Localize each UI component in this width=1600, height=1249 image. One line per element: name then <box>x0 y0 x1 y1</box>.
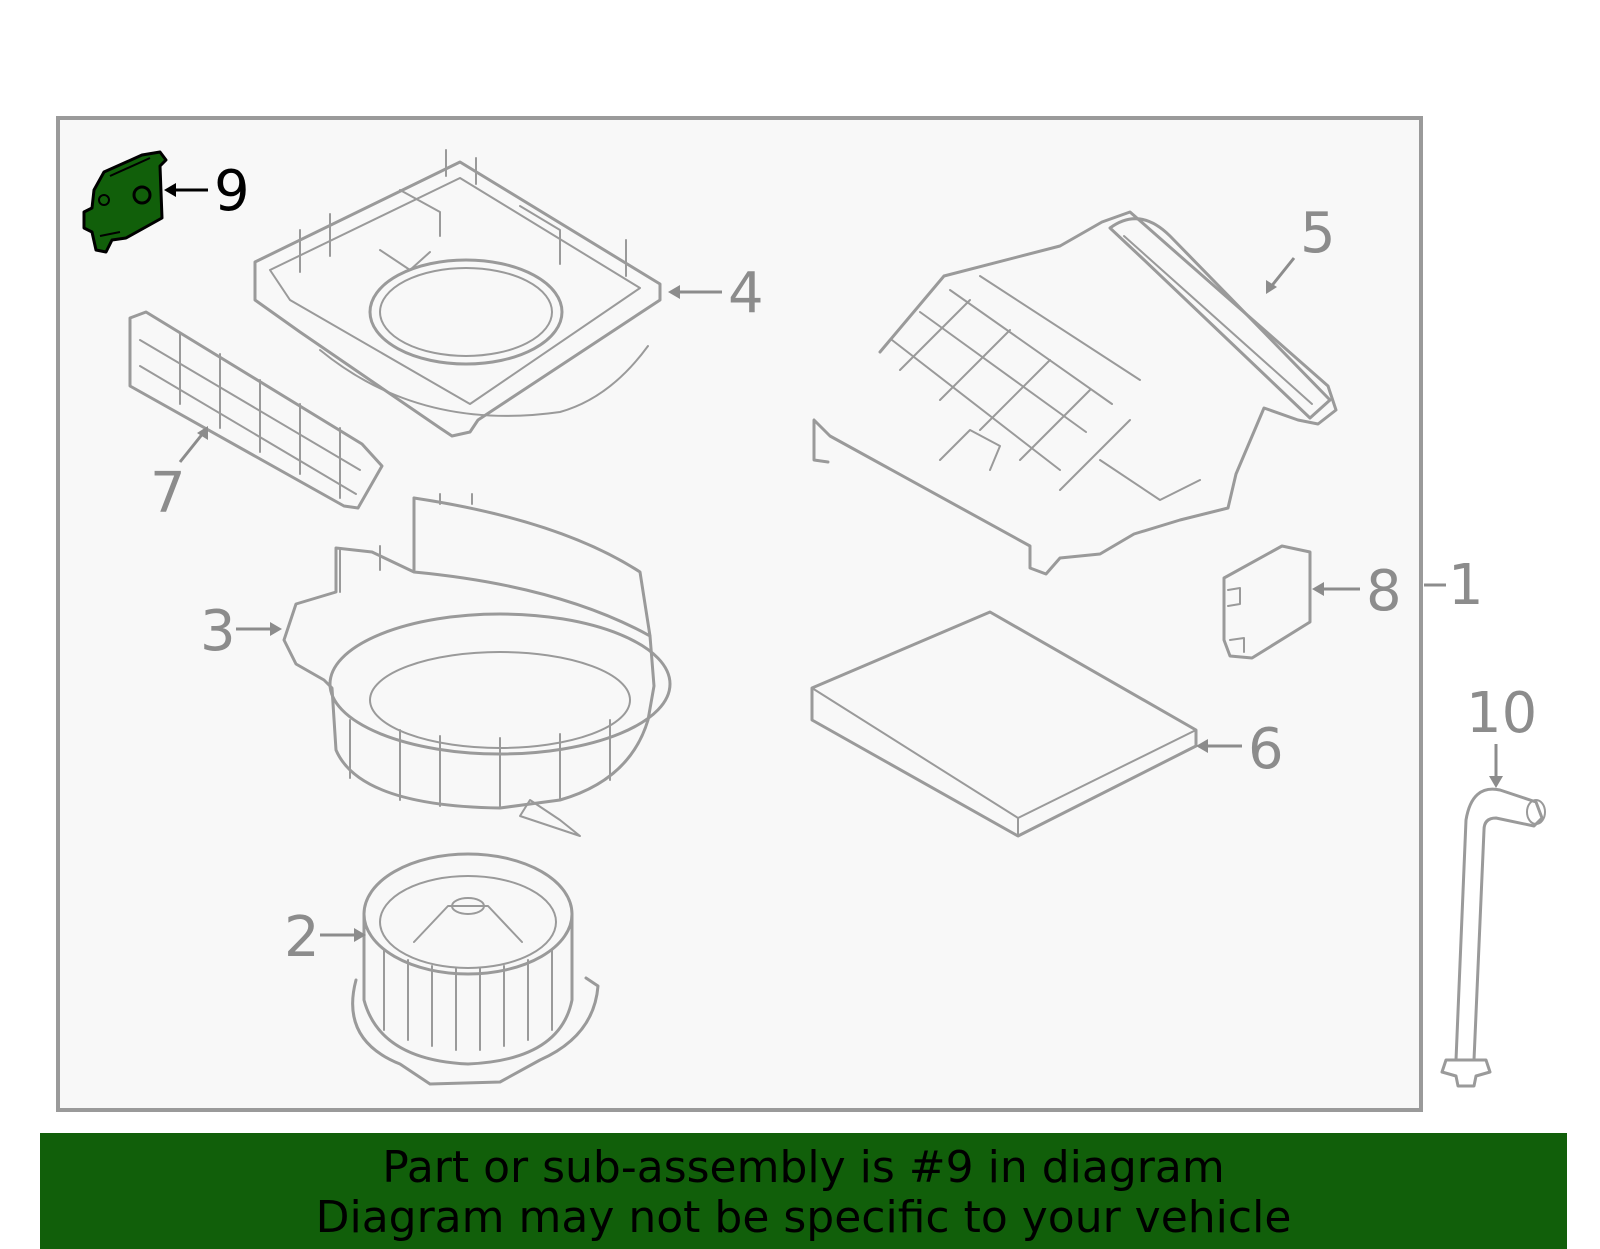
part-9-actuator[interactable] <box>82 150 168 254</box>
leader-6 <box>1196 739 1242 753</box>
leader-8 <box>1312 582 1360 596</box>
callout-3: 3 <box>200 599 236 664</box>
part-10-drain-hose[interactable] <box>1440 787 1546 1088</box>
part-7-grille[interactable] <box>128 310 384 510</box>
leader-5 <box>1266 257 1296 294</box>
callout-5: 5 <box>1300 201 1336 266</box>
callout-7: 7 <box>150 461 186 526</box>
leader-10 <box>1489 744 1503 788</box>
banner-line-2: Diagram may not be specific to your vehi… <box>315 1192 1292 1243</box>
part-4-upper-housing[interactable] <box>253 149 662 438</box>
info-banner: Part or sub-assembly is #9 in diagram Di… <box>40 1133 1567 1249</box>
banner-line-1: Part or sub-assembly is #9 in diagram <box>382 1142 1225 1193</box>
callout-9: 9 <box>214 159 250 224</box>
callout-1: 1 <box>1448 553 1484 618</box>
part-8-module[interactable] <box>1222 544 1312 660</box>
leader-9 <box>164 183 208 197</box>
leader-3 <box>236 622 282 636</box>
leader-2 <box>320 928 366 942</box>
part-5-hvac-case[interactable] <box>812 210 1338 576</box>
leader-7 <box>178 426 208 463</box>
part-3-blower-housing[interactable] <box>282 493 672 837</box>
part-2-blower-motor[interactable] <box>351 852 600 1086</box>
callout-2: 2 <box>284 905 320 970</box>
leader-4 <box>668 285 722 299</box>
callout-6: 6 <box>1248 717 1284 782</box>
callout-10: 10 <box>1466 681 1537 746</box>
callout-4: 4 <box>728 261 764 326</box>
callout-8: 8 <box>1366 559 1402 624</box>
assembly-frame <box>56 116 1423 1112</box>
